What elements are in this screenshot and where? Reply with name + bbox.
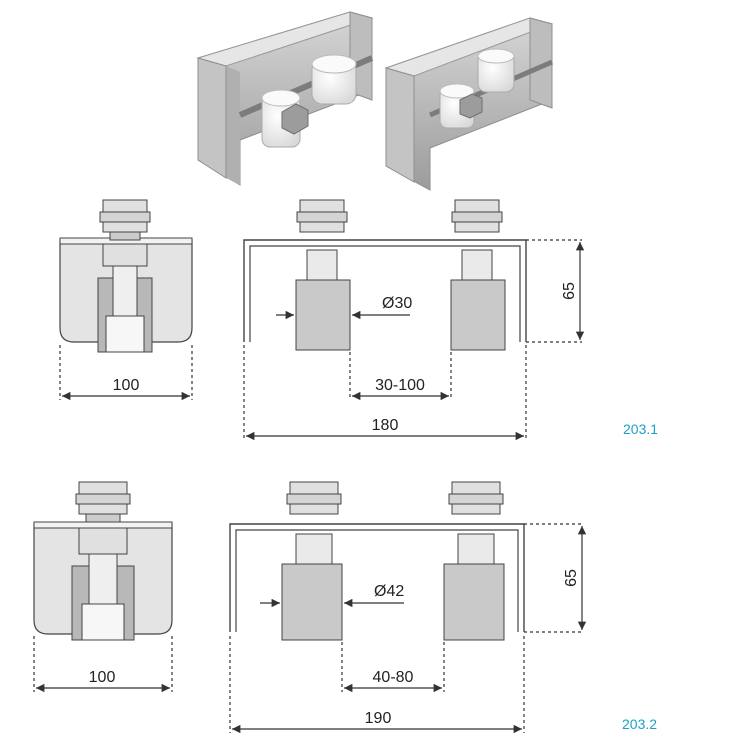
roller-diameter-label: Ø42 — [374, 583, 404, 600]
height-label: 65 — [563, 569, 580, 587]
dimension-lines — [33, 523, 587, 734]
roller-right — [450, 279, 506, 351]
dimension-lines — [59, 239, 585, 441]
product-photo — [196, 11, 554, 191]
side-view — [33, 481, 173, 641]
roller-right — [443, 563, 505, 641]
bracket-photo-2 — [384, 17, 554, 191]
model-203-1-drawing: 100 30-100 180 Ø30 65 203.1 — [59, 199, 658, 441]
roller-left — [281, 563, 343, 641]
roller-photo — [311, 54, 357, 105]
roller-photo — [477, 48, 515, 93]
roller-diameter-label: Ø30 — [382, 295, 412, 312]
bracket-photo-1 — [196, 11, 374, 186]
front-view — [243, 199, 527, 351]
model-code: 203.2 — [622, 716, 657, 732]
gap-label: 30-100 — [375, 377, 425, 394]
side-view — [59, 199, 193, 353]
gap-label: 40-80 — [373, 669, 414, 686]
height-label: 65 — [561, 282, 578, 300]
width-label: 100 — [89, 669, 116, 686]
front-view — [229, 481, 525, 641]
width-label: 100 — [113, 377, 140, 394]
span-label: 190 — [365, 710, 392, 727]
roller-left — [295, 279, 351, 351]
span-label: 180 — [372, 417, 399, 434]
model-code: 203.1 — [623, 421, 658, 437]
model-203-2-drawing: 100 40-80 190 Ø42 65 203.2 — [33, 481, 657, 734]
